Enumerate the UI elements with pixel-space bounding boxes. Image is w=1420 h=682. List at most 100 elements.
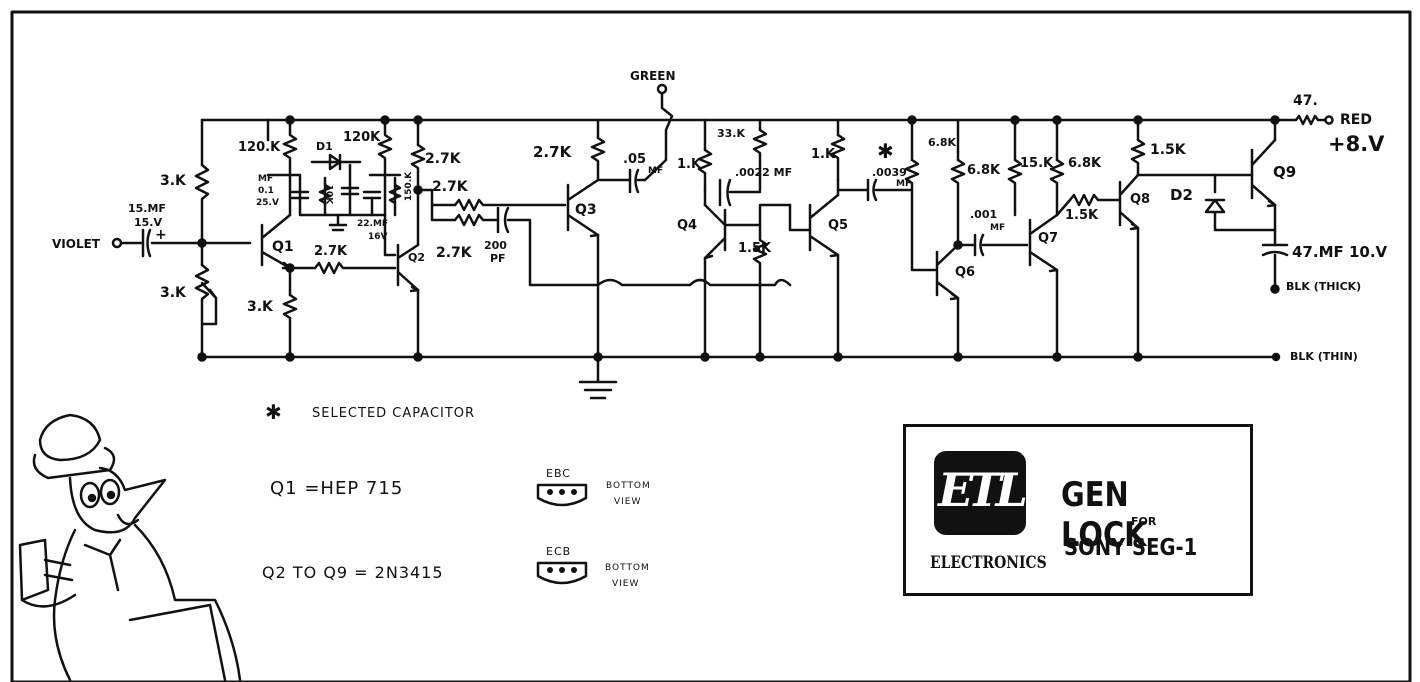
- label-1.5k-q8: 1.5K: [1150, 142, 1186, 158]
- label-violet: VIOLET: [52, 237, 100, 251]
- legend-q1-spec: Q1 =HEP 715: [270, 478, 404, 499]
- transistor-q8: [1118, 173, 1140, 231]
- product-for: FOR: [1131, 515, 1157, 528]
- label-q1: Q1: [272, 239, 294, 255]
- label-22mf: 22.MF: [357, 219, 389, 229]
- label-2.7k-mid1: 2.7K: [432, 179, 468, 195]
- label-d1: D1: [316, 140, 333, 153]
- label-.001-mf: MF: [990, 223, 1006, 233]
- product-subtitle: SONY SEG-1: [1064, 535, 1198, 561]
- label-25v: 25.V: [256, 198, 279, 208]
- label-15mf: 15.MF: [128, 202, 166, 215]
- resistor-3k-bottom: [282, 293, 298, 359]
- resistor-47: [1276, 114, 1327, 126]
- pinout-icon-ebc: [536, 483, 588, 507]
- label-47-ohm: 47.: [1293, 93, 1318, 109]
- legend-view-1: VIEW: [614, 497, 642, 507]
- label-33k: 33.K: [717, 127, 746, 140]
- label-2.7k-q1q2: 2.7K: [314, 244, 348, 259]
- legend-bottom-1: BOTTOM: [606, 481, 651, 491]
- label-3k-bottom: 3.K: [247, 299, 273, 315]
- legend-selected-capacitor: SELECTED CAPACITOR: [312, 406, 476, 421]
- label-2.7k-q3: 2.7K: [533, 143, 572, 161]
- resistor-2.7k-q2c: [410, 143, 426, 192]
- label-15v: 15.V: [134, 216, 162, 229]
- label-3k-top: 3.K: [160, 173, 186, 189]
- label-.0039-mf: MF: [896, 179, 912, 189]
- transistor-q1: [260, 213, 292, 270]
- label-q8: Q8: [1130, 192, 1151, 207]
- resistor-6.8k-a: [904, 158, 937, 272]
- title-block: ETL ELECTRONICS GEN LOCK FOR SONY SEG-1: [903, 424, 1253, 596]
- label-d2: D2: [1170, 186, 1193, 204]
- label-2.7k-mid2: 2.7K: [436, 245, 472, 261]
- resistor-2.7k-mid1: [453, 198, 567, 212]
- company-name: ELECTRONICS: [930, 553, 1047, 573]
- legend-ecb: ECB: [546, 545, 572, 558]
- transistor-q9: [1250, 138, 1277, 208]
- label-q5: Q5: [828, 218, 849, 233]
- label-0.1: 0.1: [258, 186, 274, 196]
- label-1.5k-q7: 1.5K: [1065, 208, 1099, 223]
- transistor-q5: [808, 193, 840, 258]
- label-pf: PF: [490, 252, 506, 265]
- label-green: GREEN: [630, 69, 676, 83]
- page-border: [10, 10, 1412, 682]
- resistor-33k: [752, 128, 768, 192]
- label-1k-q4: 1.K: [677, 157, 702, 172]
- label-.0022mf: .0022 MF: [735, 166, 793, 179]
- label-1k-q5: 1.K: [811, 147, 836, 162]
- label-15k-c: 15.K: [1020, 156, 1054, 171]
- transistor-q2: [396, 243, 420, 293]
- label-47mf-10v: 47.MF 10.V: [1292, 243, 1388, 261]
- resistor-6.8k-c: [1049, 158, 1065, 217]
- product-title: GEN LOCK: [1061, 475, 1147, 555]
- resistor-1.5k-q4: [752, 238, 768, 359]
- resistor-1k-q4: [697, 148, 713, 192]
- label-mf: MF: [258, 174, 274, 184]
- label-.05: .05: [623, 152, 647, 167]
- pinout-icon-ecb: [536, 561, 588, 585]
- label-.001: .001: [970, 208, 998, 221]
- label-q9: Q9: [1273, 163, 1297, 181]
- label-200: 200: [484, 239, 507, 252]
- label-red: RED: [1340, 112, 1372, 128]
- transistor-q3: [566, 178, 600, 238]
- legend-ebc: EBC: [546, 467, 571, 480]
- resistor-3k-top: [194, 163, 210, 201]
- resistor-120k-right: [377, 118, 393, 177]
- label-2.7k-q2c: 2.7K: [425, 151, 461, 167]
- label-q4: Q4: [677, 218, 698, 233]
- label-plus: +: [155, 227, 167, 243]
- label-3k-pot: 3.K: [160, 285, 186, 301]
- selected-capacitor-star-icon: ✱: [877, 139, 894, 163]
- transistor-q6: [935, 243, 960, 301]
- transistor-q7: [1028, 213, 1059, 273]
- legend-view-2: VIEW: [612, 579, 640, 589]
- label-plus-8v: +8.V: [1328, 132, 1385, 156]
- ground-symbol: [578, 355, 618, 400]
- label-150k: 150.K: [404, 171, 415, 202]
- etl-logo: ETL: [934, 451, 1028, 535]
- resistor-2.7k-q1q2: [313, 261, 397, 275]
- resistor-1k-q5: [830, 133, 846, 182]
- legend-bottom-2: BOTTOM: [605, 563, 650, 573]
- resistor-1.5k-q7: [1068, 193, 1120, 207]
- mascot-illustration: [18, 413, 242, 682]
- resistor-1.5k-q8: [1130, 138, 1146, 177]
- resistor-6.8k-b: [950, 158, 966, 247]
- label-16v: 16V: [368, 232, 388, 242]
- label-120k-left: 120.K: [238, 140, 281, 155]
- resistor-2.7k-mid2: [453, 213, 500, 227]
- etl-logo-text: ETL: [938, 463, 1028, 517]
- label-6.8k-a: 6.8K: [928, 136, 957, 149]
- label-.05-mf: MF: [648, 166, 664, 176]
- label-q2: Q2: [408, 251, 426, 264]
- label-10k: 10K: [323, 184, 334, 205]
- label-120k-right: 120K: [343, 130, 381, 145]
- label-q7: Q7: [1038, 231, 1059, 246]
- resistor-2.7k-q3: [590, 136, 606, 182]
- label-1.5k-q4: 1.5K: [738, 241, 772, 256]
